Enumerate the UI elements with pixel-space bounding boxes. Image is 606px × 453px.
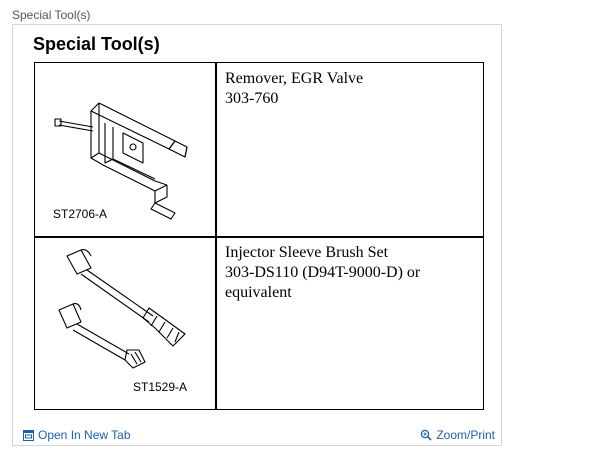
tool-image-brush-set: ST1529-A (35, 238, 215, 408)
zoom-icon (421, 429, 432, 441)
special-tools-panel: Special Tool(s) (12, 24, 502, 446)
tool-name: Remover, EGR Valve (225, 70, 364, 87)
injector-sleeve-brush-illustration (58, 249, 186, 369)
tool-name: Injector Sleeve Brush Set (225, 244, 389, 261)
egr-valve-remover-illustration (54, 102, 188, 220)
zoom-print-label: Zoom/Print (436, 428, 495, 442)
panel-footer: Open In New Tab Zoom/Print (13, 425, 501, 445)
tool-description-egr-remover: Remover, EGR Valve 303-760 (225, 69, 480, 109)
tool-image-code: ST1529-A (133, 380, 188, 394)
tool-description-brush-set: Injector Sleeve Brush Set 303-DS110 (D94… (225, 243, 480, 303)
tool-image-egr-remover: ST2706-A (35, 63, 215, 236)
tool-image-code: ST2706-A (53, 207, 108, 221)
panel-title: Special Tool(s) (33, 34, 160, 54)
open-in-new-tab-icon (23, 429, 34, 441)
tool-note: equivalent (225, 284, 292, 301)
zoom-print-link[interactable]: Zoom/Print (420, 428, 495, 442)
open-in-new-tab-label: Open In New Tab (38, 428, 131, 442)
table-divider-horizontal (35, 236, 483, 238)
tool-number: 303-DS110 (D94T-9000-D) or (225, 264, 421, 281)
tools-table: ST2706-A Remover, EGR Valve 303-760 (34, 62, 484, 410)
open-in-new-tab-link[interactable]: Open In New Tab (23, 428, 131, 442)
tool-number: 303-760 (225, 90, 279, 107)
section-caption: Special Tool(s) (12, 8, 91, 22)
